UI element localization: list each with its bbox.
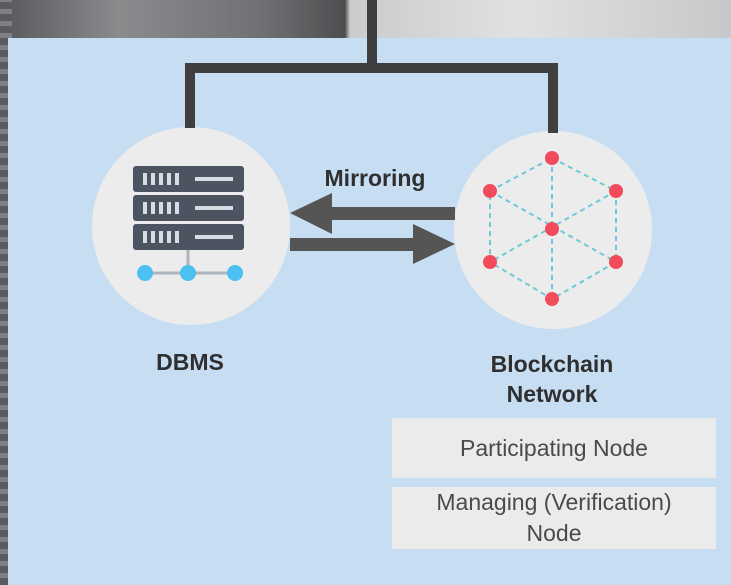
network-hexagon-icon — [483, 151, 623, 306]
managing-node-line-1: Managing (Verification) — [436, 489, 672, 515]
arrow-right — [290, 224, 455, 264]
participating-node-box: Participating Node — [392, 418, 716, 478]
managing-node-line-2: Node — [526, 520, 582, 546]
mirroring-arrows — [290, 193, 455, 264]
dbms-label: DBMS — [156, 349, 224, 375]
server-stack-icon — [133, 166, 244, 281]
arrow-left — [290, 193, 455, 234]
managing-node-box: Managing (Verification) Node — [392, 487, 716, 549]
mirroring-label: Mirroring — [324, 165, 426, 191]
blockchain-network-label: Blockchain Network — [490, 351, 614, 407]
top-connector — [185, 0, 558, 133]
connector-bracket — [185, 63, 558, 133]
